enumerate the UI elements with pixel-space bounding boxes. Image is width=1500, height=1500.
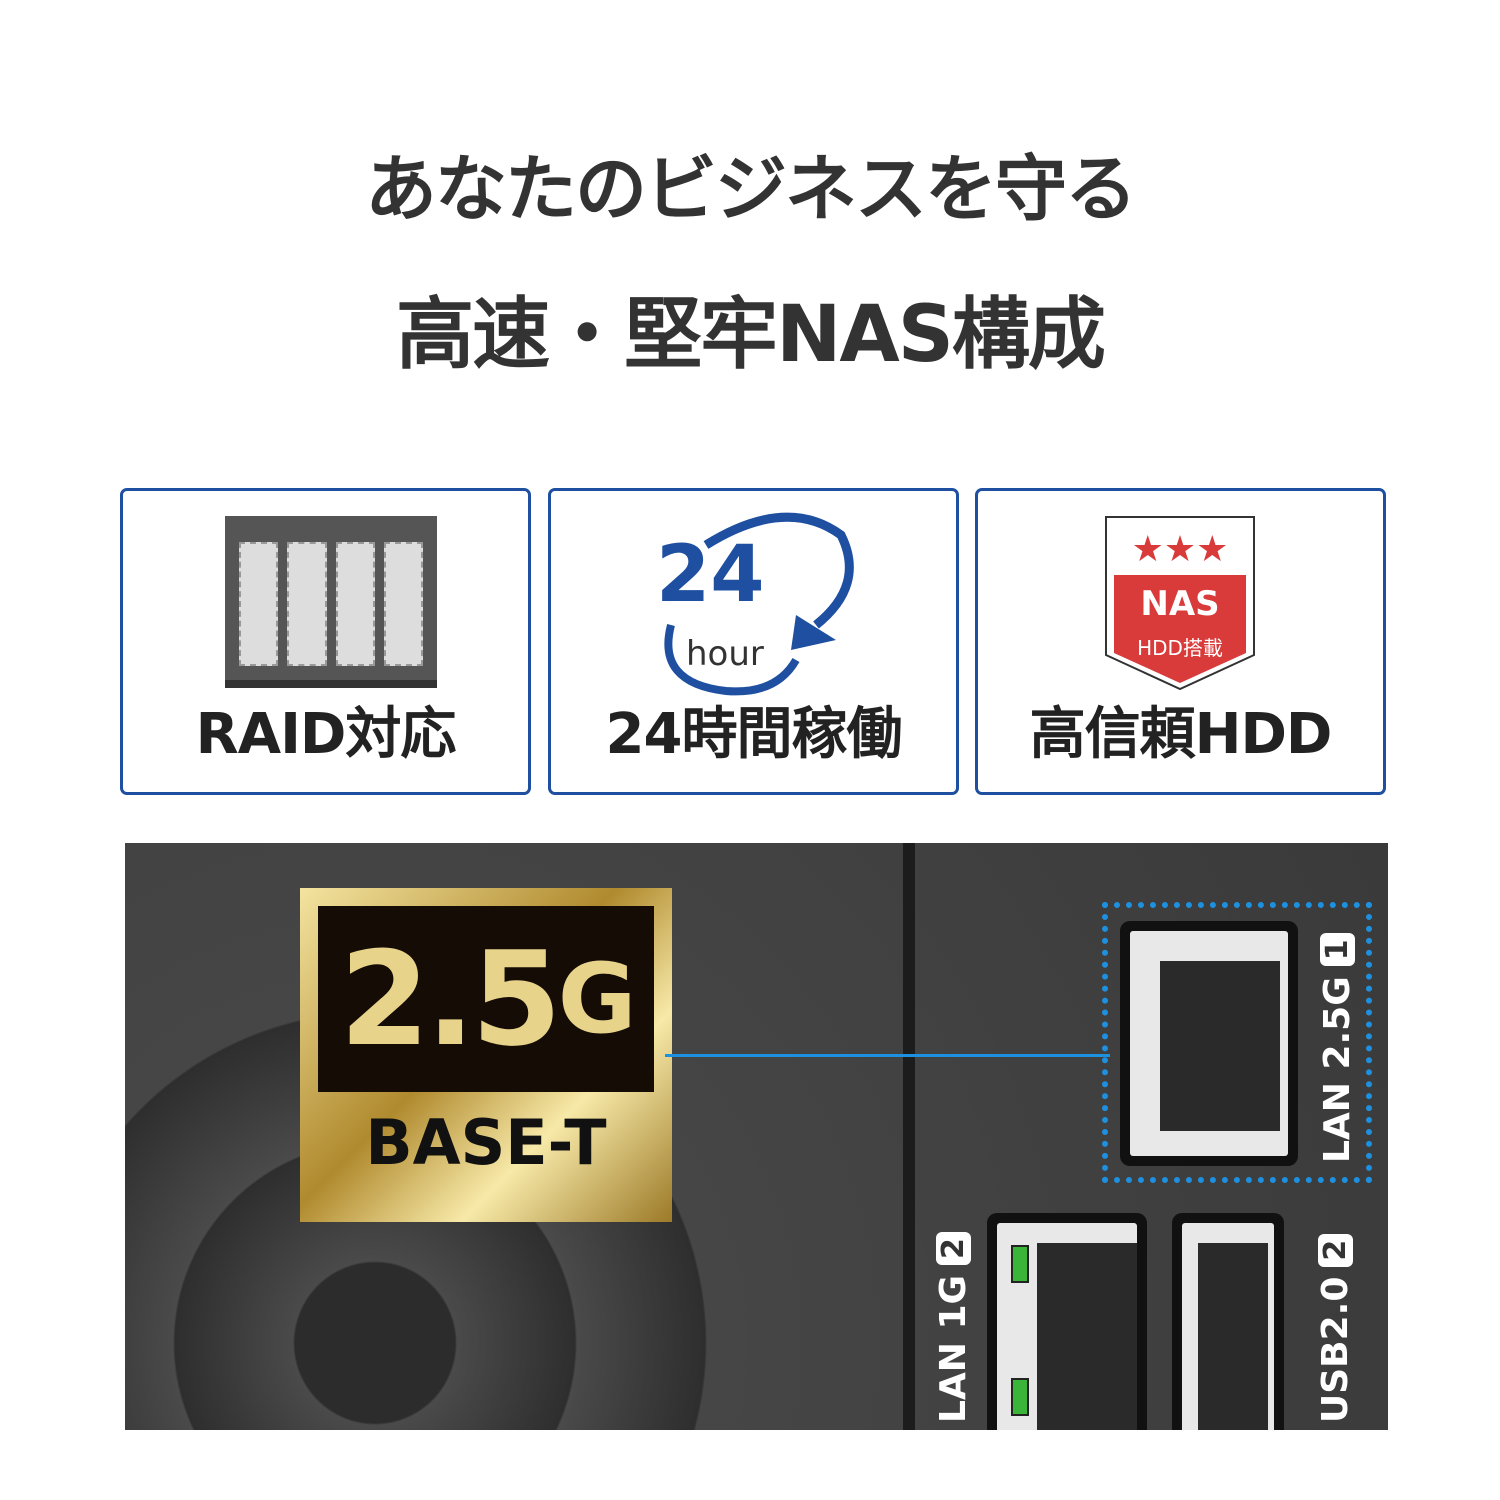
panel-divider (903, 843, 915, 1430)
nas-hdd-shield-icon: ★★★ NAS HDD搭載 (1105, 516, 1255, 691)
highlight-box (1102, 902, 1372, 1183)
badge-standard: BASE-T (365, 1106, 607, 1179)
hdd-text: HDD搭載 (1137, 636, 1223, 660)
icon-hour: hour (686, 634, 764, 674)
lan-2-5g-port (1120, 921, 1298, 1166)
badge-speed: 2.5 (339, 923, 561, 1075)
feature-label: 高信頼HDD (1029, 702, 1333, 767)
feature-card-hdd: ★★★ NAS HDD搭載 高信頼HDD (975, 488, 1386, 795)
nas-text: NAS (1140, 584, 1219, 624)
feature-card-24h: 24 hour 24時間稼働 (548, 488, 959, 795)
headline-line1: あなたのビジネスを守る (364, 147, 1137, 231)
feature-label: RAID対応 (195, 702, 457, 767)
icon-24: 24 (656, 530, 765, 620)
feature-card-raid: RAID対応 (120, 488, 531, 795)
callout-line (665, 1054, 1110, 1057)
usb-2-0-port (1172, 1213, 1284, 1430)
feature-label: 24時間稼働 (605, 702, 903, 767)
raid-drive-bays-icon (225, 516, 437, 688)
svg-text:★★★: ★★★ (1132, 529, 1229, 570)
24-hour-cycle-icon: 24 hour (656, 512, 854, 696)
lan-1g-port (987, 1213, 1147, 1430)
badge-unit: G (557, 943, 637, 1055)
headline-line2: 高速・堅牢NAS構成 (396, 290, 1106, 380)
